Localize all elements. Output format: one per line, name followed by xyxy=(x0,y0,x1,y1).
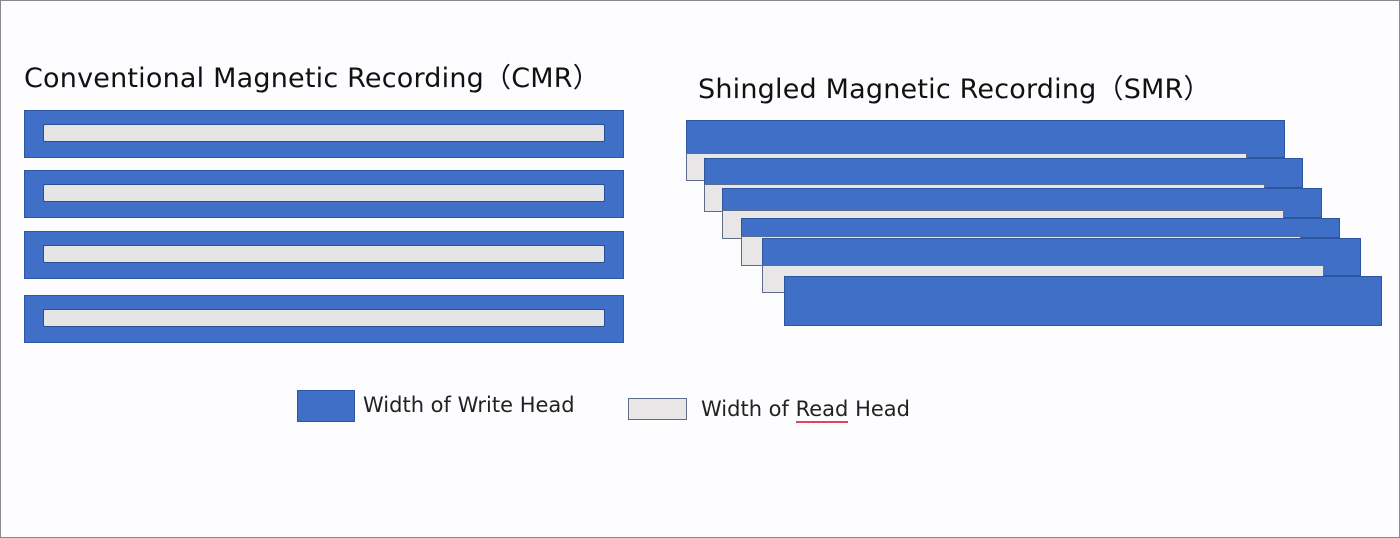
smr-write-track xyxy=(784,276,1382,326)
cmr-write-track xyxy=(24,170,624,218)
write-head-label: Width of Write Head xyxy=(363,393,575,417)
cmr-read-track xyxy=(43,309,605,327)
cmr-write-track xyxy=(24,110,624,158)
read-head-swatch xyxy=(628,398,687,420)
smr-write-track xyxy=(686,120,1285,158)
smr-title: Shingled Magnetic Recording（SMR） xyxy=(698,74,1211,105)
cmr-write-track xyxy=(24,295,624,343)
read-head-label: Width of Read Head xyxy=(701,397,910,423)
cmr-read-track xyxy=(43,124,605,142)
write-head-swatch xyxy=(297,390,355,422)
cmr-read-track xyxy=(43,184,605,202)
spellcheck-underlined-word: Read xyxy=(795,397,849,423)
cmr-write-track xyxy=(24,231,624,279)
read-head-label-suffix: Head xyxy=(848,397,910,421)
read-head-label-prefix: Width of xyxy=(701,397,796,421)
cmr-title: Conventional Magnetic Recording（CMR） xyxy=(24,63,600,94)
smr-write-track xyxy=(741,218,1340,238)
cmr-read-track xyxy=(43,245,605,263)
